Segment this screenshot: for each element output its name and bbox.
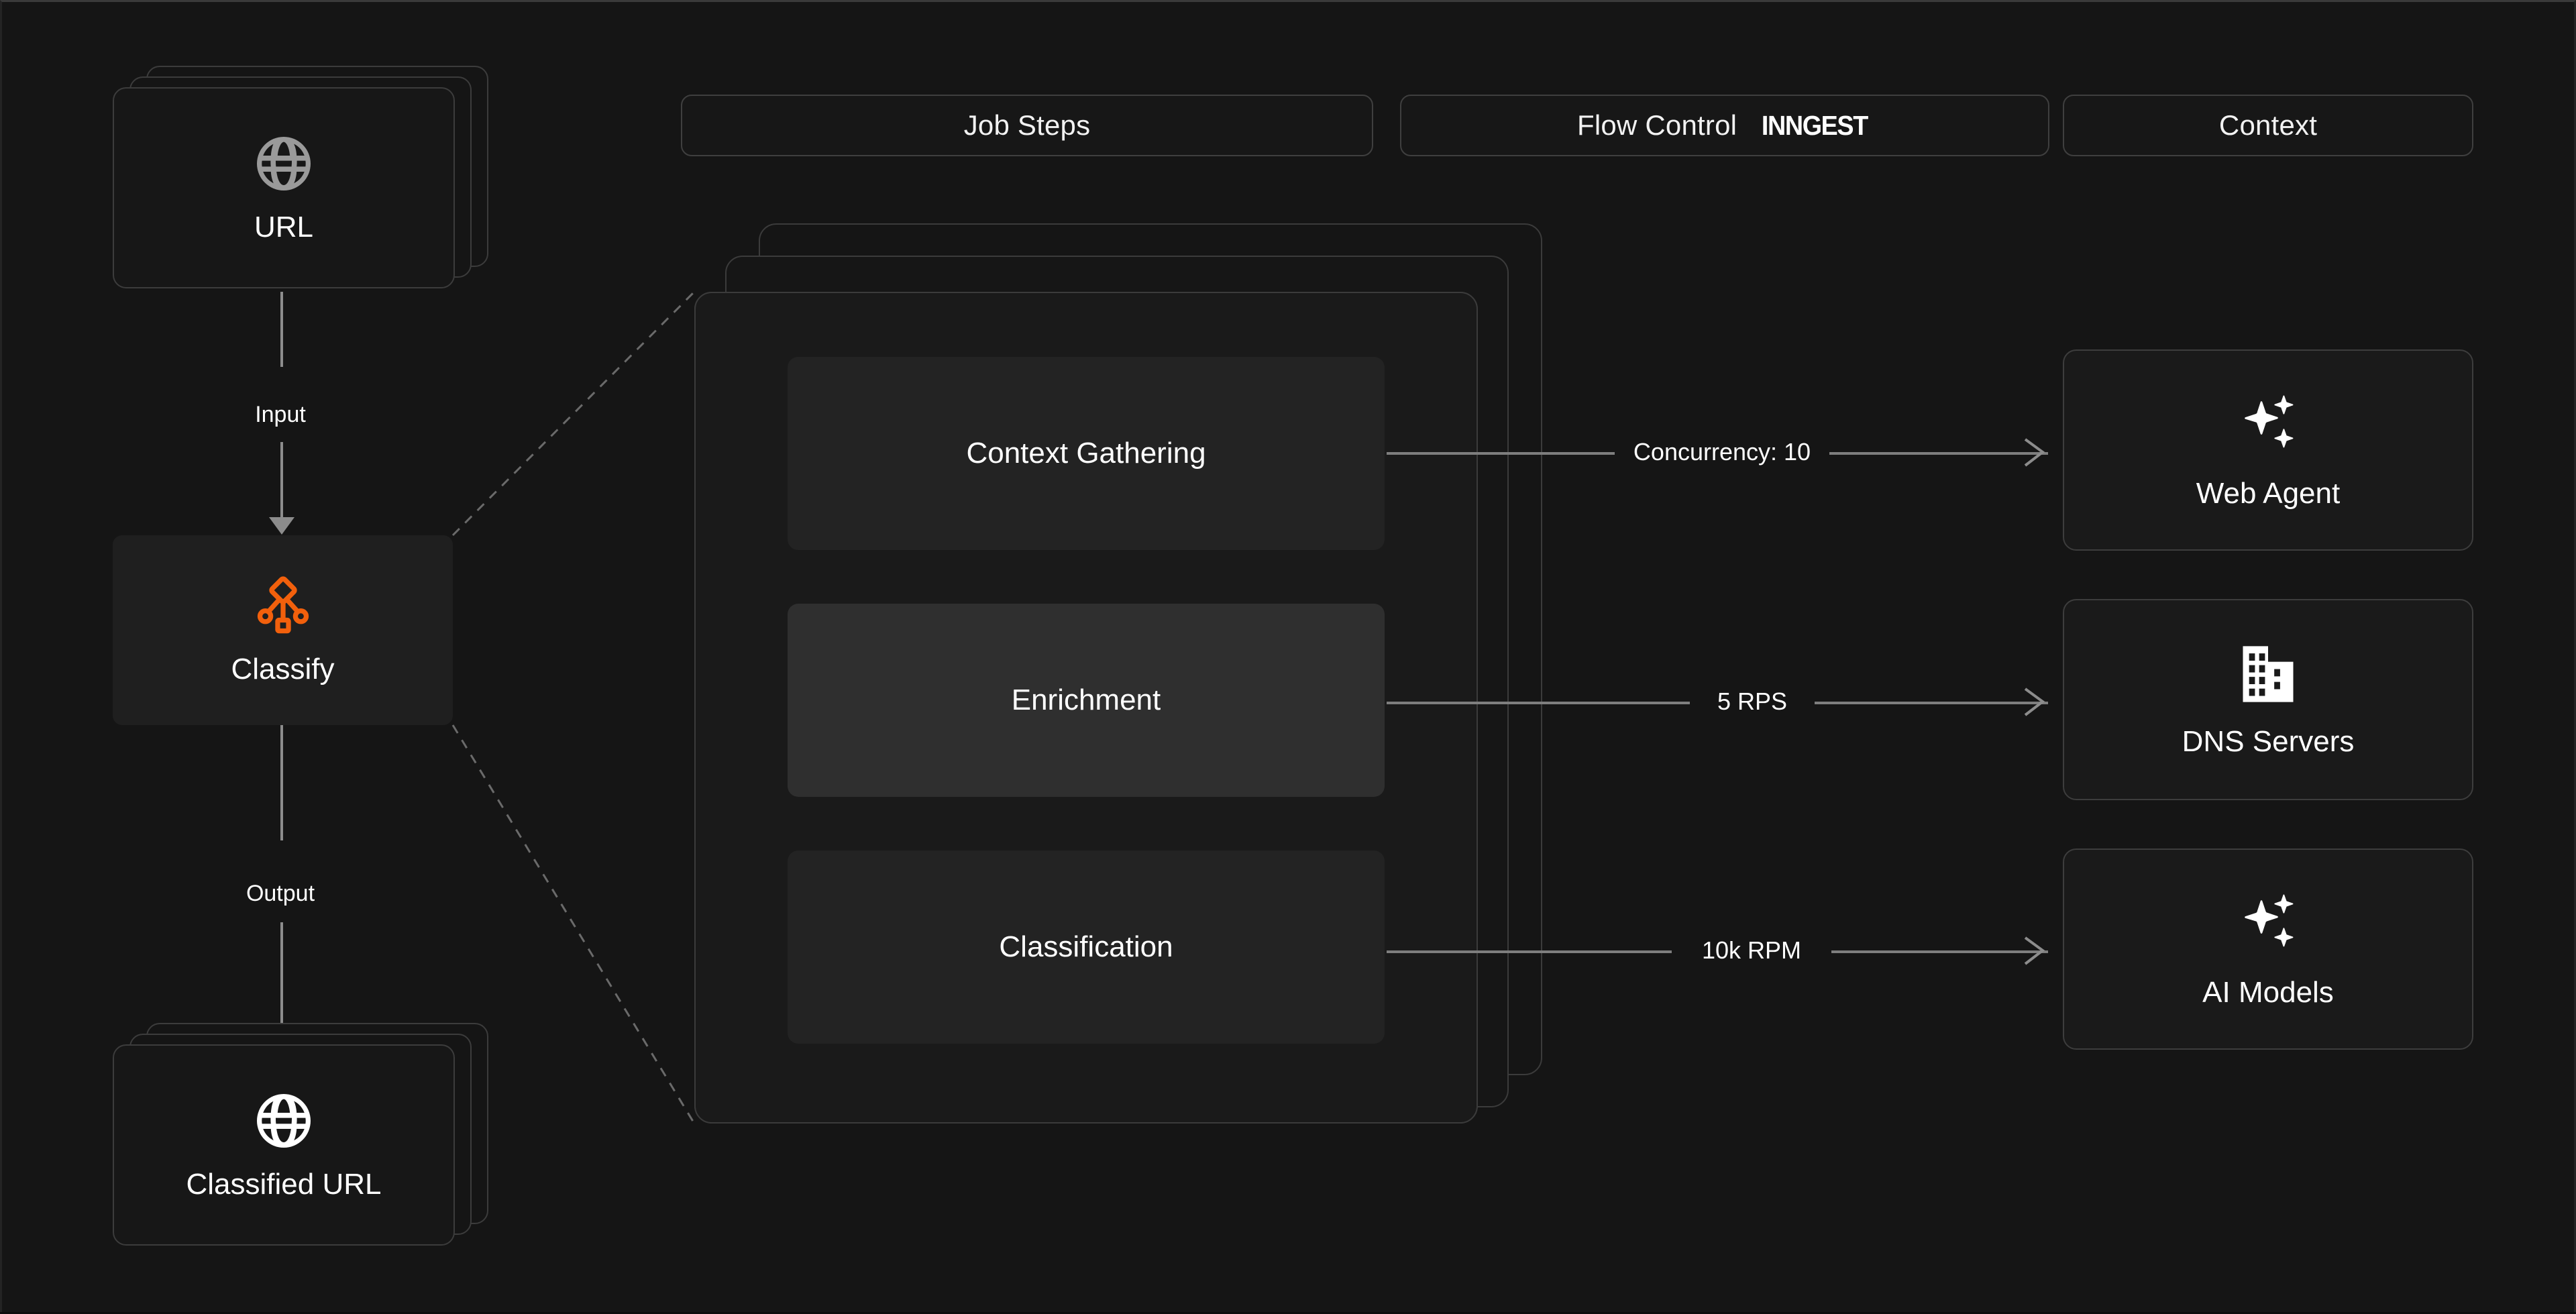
job-step-label: Classification [999, 930, 1173, 963]
output-edge-line-top [280, 725, 283, 840]
input-url-card[interactable]: URL [113, 87, 455, 288]
input-url-label: URL [254, 211, 314, 243]
service-card-dns-servers[interactable]: DNS Servers [2063, 599, 2473, 800]
header-context-label: Context [2218, 109, 2318, 141]
job-step-card-1[interactable]: Enrichment [788, 604, 1385, 797]
flow-edge-1-left [1387, 702, 1690, 704]
input-edge-label: Input [255, 402, 306, 427]
input-edge-arrowhead [269, 517, 294, 535]
flow-edge-1-label: 5 RPS [1717, 688, 1788, 715]
service-card-web-agent[interactable]: Web Agent [2063, 349, 2473, 551]
service-card-ai-models[interactable]: AI Models [2063, 848, 2473, 1050]
flow-edge-0-right [1829, 452, 2048, 455]
flow-edge-1-arrowhead [2024, 688, 2045, 716]
service-card-label: DNS Servers [2182, 725, 2355, 758]
header-context[interactable]: Context [2063, 95, 2473, 156]
header-flow-control[interactable]: Flow Control INNGEST [1400, 95, 2049, 156]
header-flow-control-label: Flow Control [1577, 109, 1737, 141]
flow-edge-2-left [1387, 950, 1672, 953]
job-step-label: Enrichment [1011, 683, 1161, 716]
output-classified-url-card[interactable]: Classified URL [113, 1044, 455, 1246]
flow-edge-0-arrowhead [2024, 438, 2045, 467]
globe-icon [257, 137, 311, 190]
sparkles-icon [2245, 395, 2294, 448]
classify-node[interactable]: Classify [113, 535, 453, 725]
classify-node-label: Classify [231, 652, 335, 686]
flow-edge-2-label: 10k RPM [1701, 936, 1802, 964]
input-edge-line-bottom [280, 442, 283, 518]
header-job-steps-label: Job Steps [963, 109, 1091, 141]
header-job-steps[interactable]: Job Steps [681, 95, 1373, 156]
job-step-card-2[interactable]: Classification [788, 851, 1385, 1044]
service-card-label: Web Agent [2196, 477, 2341, 510]
job-step-card-0[interactable]: Context Gathering [788, 357, 1385, 550]
flow-edge-2-arrowhead [2024, 936, 2045, 965]
flow-edge-1-right [1815, 702, 2048, 704]
inngest-logo: INNGEST [1762, 109, 1868, 141]
building-icon [2243, 646, 2294, 702]
output-edge-label: Output [246, 881, 315, 906]
input-edge-line-top [280, 292, 283, 367]
job-steps-panel[interactable]: Context Gathering Enrichment Classificat… [694, 292, 1478, 1124]
sparkles-icon [2245, 894, 2294, 947]
flow-edge-2-right [1831, 950, 2048, 953]
flow-edge-0-left [1387, 452, 1615, 455]
globe-icon [257, 1094, 311, 1148]
flow-edge-0-label: Concurrency: 10 [1633, 438, 1811, 466]
job-step-label: Context Gathering [966, 437, 1206, 470]
output-edge-line-bottom [280, 922, 283, 1043]
service-card-label: AI Models [2202, 976, 2334, 1009]
output-classified-url-label: Classified URL [186, 1168, 382, 1201]
workflow-hierarchy-icon [257, 576, 309, 633]
